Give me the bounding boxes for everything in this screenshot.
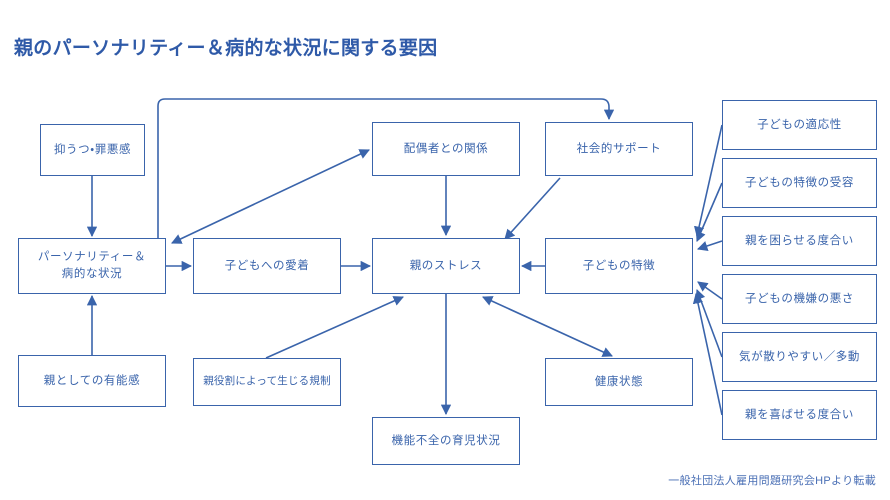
node-social-support[interactable]: 社会的サポート [545,122,693,176]
edge-distractible-child-traits [695,289,723,358]
source-credit: 一般社団法人雇用問題研究会HPより転載 [668,475,876,487]
edge-personality-spouse [171,149,370,244]
node-attachment[interactable]: 子どもへの愛着 [193,238,341,294]
node-bad-mood[interactable]: 子どもの機嫌の悪さ [722,274,877,324]
edge-troublesome-child-traits [697,240,723,251]
node-role-restriction[interactable]: 親役割によって生じる規制 [193,358,341,406]
page-title: 親のパーソナリティー＆病的な状況に関する要因 [14,38,438,59]
edge-adaptability-child-traits [693,124,723,238]
edge-stress-health [482,296,613,357]
edge-acceptance-child-traits [695,182,723,242]
node-adaptability[interactable]: 子どもの適応性 [722,100,877,150]
edge-bad-mood-child-traits [697,281,723,300]
node-personality[interactable]: パーソナリティー＆ 病的な状況 [18,238,166,294]
node-health[interactable]: 健康状態 [545,358,693,406]
node-spouse[interactable]: 配偶者との関係 [372,122,520,176]
node-distractible[interactable]: 気が散りやすい／多動 [722,332,877,382]
node-acceptance[interactable]: 子どもの特徴の受容 [722,158,877,208]
edge-pleasing-child-traits [692,292,723,416]
node-dysfunction[interactable]: 機能不全の育児状況 [372,417,520,465]
edge-social-support-stress [504,177,561,240]
edge-role-restriction-stress [265,296,404,359]
node-troublesome[interactable]: 親を困らせる度合い [722,216,877,266]
node-parent-stress[interactable]: 親のストレス [372,238,520,294]
node-competence[interactable]: 親としての有能感 [18,355,166,407]
node-depression[interactable]: 抑うつ・罪悪感 [40,124,145,176]
node-pleasing[interactable]: 親を喜ばせる度合い [722,390,877,440]
node-child-traits[interactable]: 子どもの特徴 [545,238,693,294]
